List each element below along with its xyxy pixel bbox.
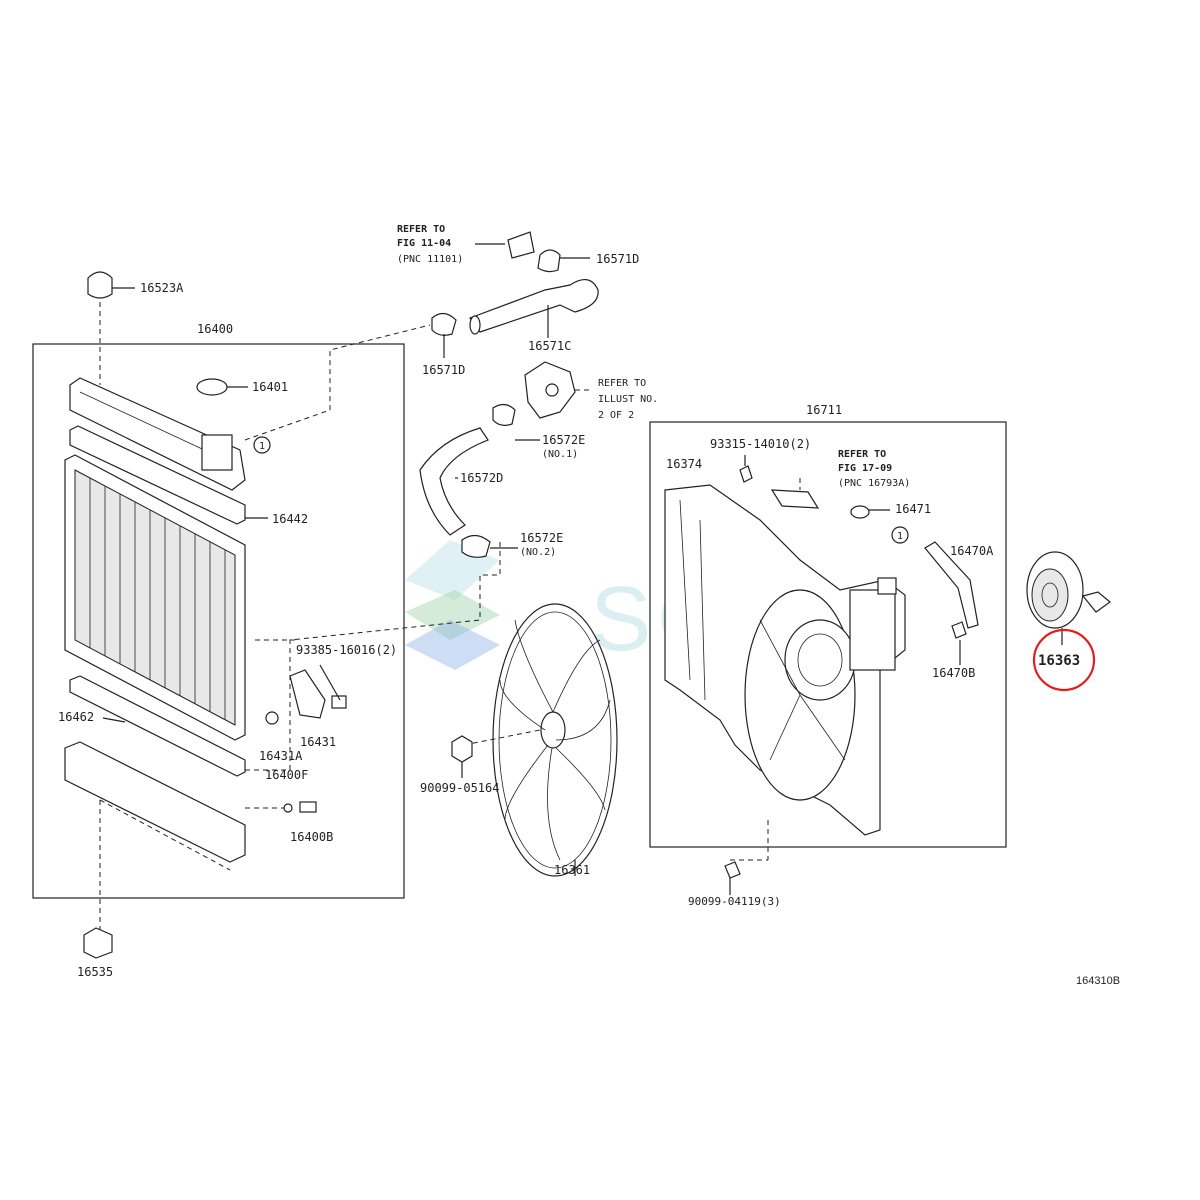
nut-90099-05164 (451, 735, 473, 778)
part-labels: 16523A 16400 16401 16442 16462 93385-160… (58, 252, 1120, 987)
label-16572e-no1-sub: (NO.1) (542, 449, 578, 460)
label-16462: 16462 (58, 710, 94, 724)
svg-text:REFER TO: REFER TO (397, 224, 445, 235)
note-refer-illust: REFER TO ILLUST NO. 2 OF 2 (598, 378, 658, 421)
svg-text:(PNC 11101): (PNC 11101) (397, 254, 463, 265)
label-16571d-left: 16571D (422, 363, 465, 377)
svg-text:FIG 11-04: FIG 11-04 (397, 238, 451, 249)
water-outlet-housing (524, 361, 590, 419)
label-90099-05164: 90099-05164 (420, 781, 499, 795)
label-16400f: 16400F (265, 768, 308, 782)
label-93315: 93315-14010(2) (710, 437, 811, 451)
bolt-93315 (739, 455, 753, 483)
connection-line-upper (244, 324, 431, 441)
label-16442: 16442 (272, 512, 308, 526)
svg-text:FIG 17-09: FIG 17-09 (838, 463, 892, 474)
label-16572d: 16572D (460, 471, 503, 485)
gasket-16462 (69, 675, 246, 777)
label-16711: 16711 (806, 403, 842, 417)
clip-16471 (850, 505, 890, 519)
label-16363: 16363 (1038, 653, 1080, 669)
label-16572e-no1: 16572E (542, 433, 585, 447)
label-16523a: 16523A (140, 281, 184, 295)
radiator-cap-16523a (87, 271, 135, 385)
label-16374: 16374 (666, 457, 702, 471)
label-16470b: 16470B (932, 666, 975, 680)
callout-marker-left: 1 (259, 441, 265, 452)
fan-blade-16361 (463, 603, 618, 877)
note-refer-fig-17: REFER TO FIG 17-09 (PNC 16793A) (838, 449, 910, 489)
callout-marker-right: 1 (897, 531, 903, 542)
label-16400b: 16400B (290, 830, 333, 844)
label-16361: 16361 (554, 863, 590, 877)
label-16401: 16401 (252, 380, 288, 394)
label-16571c: 16571C (528, 339, 571, 353)
cap-16401 (196, 378, 248, 396)
screw-90099-04119 (724, 820, 769, 895)
label-16535: 16535 (77, 965, 113, 979)
lower-tank (64, 741, 246, 930)
hose-16470a (891, 526, 979, 629)
upper-tank (69, 377, 271, 491)
mount-16535 (83, 927, 113, 959)
hose-16572d (419, 427, 489, 536)
label-16572e-no2-sub: (NO.2) (520, 547, 556, 558)
shroud-group-box (649, 421, 1007, 848)
radiator-group-box (32, 343, 405, 899)
label-16431: 16431 (300, 735, 336, 749)
hose-16571c (469, 279, 599, 338)
clamp-16571d (431, 312, 457, 358)
gasket-16442 (69, 425, 246, 525)
drain-plug-16400b (245, 801, 317, 813)
figure-code: 164310B (1076, 975, 1120, 987)
fan-shroud-16374 (664, 484, 906, 836)
connection-line-lower (245, 540, 501, 771)
clamp-16470b (951, 621, 967, 665)
clamp-16572e-no2 (461, 534, 518, 558)
svg-text:2 OF 2: 2 OF 2 (598, 410, 634, 421)
label-16470a: 16470A (950, 544, 994, 558)
drain-cock-16431 (255, 639, 347, 725)
svg-text:ILLUST NO.: ILLUST NO. (598, 394, 658, 405)
highlight-circle-16363 (1032, 628, 1096, 692)
radiator-core (64, 454, 246, 741)
fan-motor-16363 (1026, 551, 1111, 645)
label-plate (770, 478, 820, 509)
svg-text:REFER TO: REFER TO (838, 449, 886, 460)
label-16431a: 16431A (259, 749, 303, 763)
svg-text:(PNC 16793A): (PNC 16793A) (838, 478, 910, 489)
label-16572e-no2: 16572E (520, 531, 563, 545)
svg-text:REFER TO: REFER TO (598, 378, 646, 389)
note-refer-fig-11: REFER TO FIG 11-04 (PNC 11101) (397, 224, 463, 265)
hose-connector-top (475, 231, 590, 273)
label-90099-04119: 90099-04119(3) (688, 895, 781, 908)
label-16571d-top: 16571D (596, 252, 639, 266)
clamp-16572e-no1 (492, 403, 540, 441)
label-16471: 16471 (895, 502, 931, 516)
label-93385: 93385-16016(2) (296, 643, 397, 657)
label-16400: 16400 (197, 322, 233, 336)
